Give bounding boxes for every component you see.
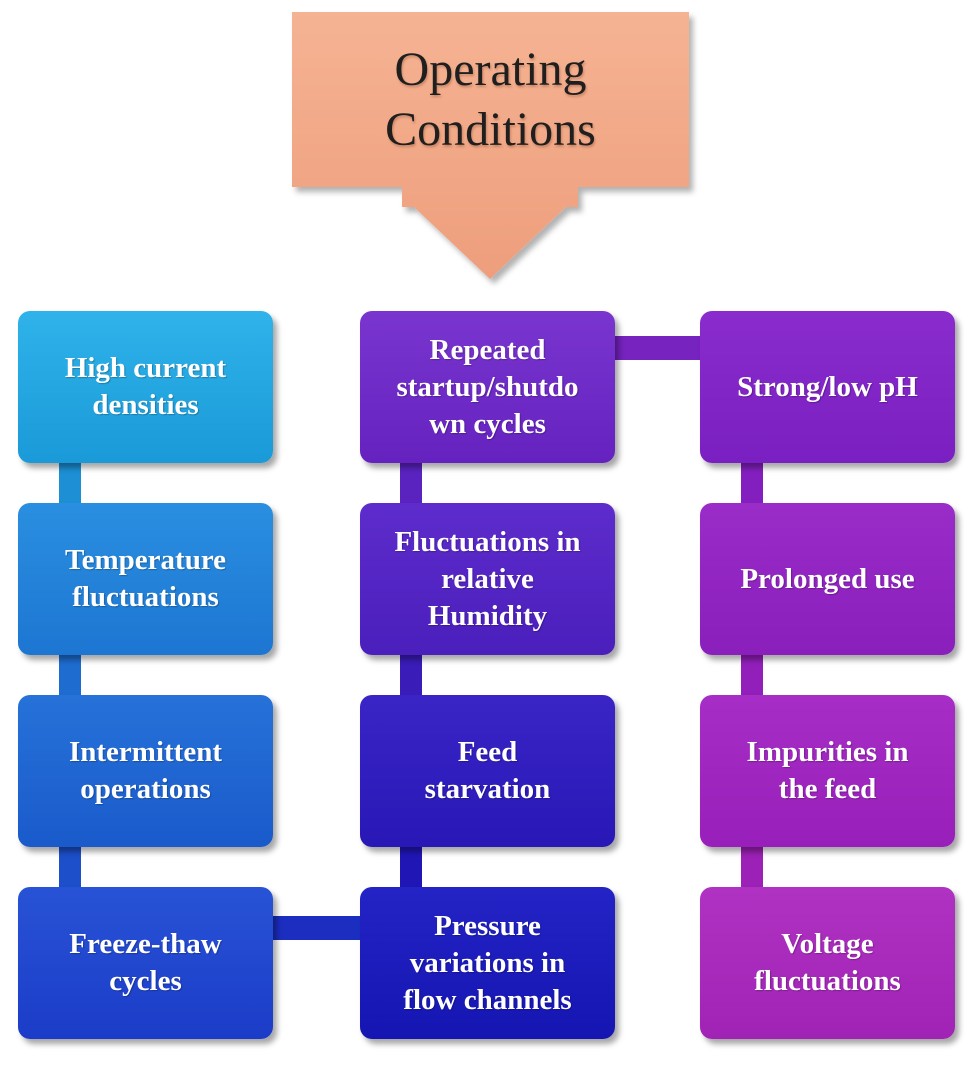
box-repeated-startup-shutdown: Repeated startup/shutdo wn cycles: [360, 311, 615, 463]
box-relative-humidity: Fluctuations in relative Humidity: [360, 503, 615, 655]
page-title: Operating Conditions: [292, 12, 689, 187]
box-prolonged-use: Prolonged use: [700, 503, 955, 655]
connector-c1-r3-r4: [59, 844, 81, 892]
connector-c3-r3-r4: [741, 844, 763, 892]
header-callout: [292, 12, 689, 279]
box-strong-low-ph: Strong/low pH: [700, 311, 955, 463]
box-voltage-fluctuations: Voltage fluctuations: [700, 887, 955, 1039]
connector-c2r1-c3r1: [610, 336, 705, 360]
connector-c2-r1-r2: [400, 460, 422, 508]
connector-c3-r2-r3: [741, 652, 763, 700]
column-3-connectors: [741, 460, 763, 892]
column-1-connectors: [59, 460, 81, 892]
header-arrow-shape: [292, 12, 689, 279]
connector-c3-r1-r2: [741, 460, 763, 508]
box-impurities-in-feed: Impurities in the feed: [700, 695, 955, 847]
box-feed-starvation: Feed starvation: [360, 695, 615, 847]
box-pressure-variations: Pressure variations in flow channels: [360, 887, 615, 1039]
box-intermittent-operations: Intermittent operations: [18, 695, 273, 847]
connector-c1-r2-r3: [59, 652, 81, 700]
connector-c2-r3-r4: [400, 844, 422, 892]
title-line-2: Conditions: [385, 102, 596, 156]
connector-c2-r2-r3: [400, 652, 422, 700]
connector-c1-r1-r2: [59, 460, 81, 508]
box-temperature-fluctuations: Temperature fluctuations: [18, 503, 273, 655]
box-freeze-thaw-cycles: Freeze-thaw cycles: [18, 887, 273, 1039]
box-high-current-densities: High current densities: [18, 311, 273, 463]
title-line-1: Operating: [394, 42, 587, 96]
column-2-connectors: [400, 460, 422, 892]
connector-c1r4-c2r4: [268, 916, 365, 940]
